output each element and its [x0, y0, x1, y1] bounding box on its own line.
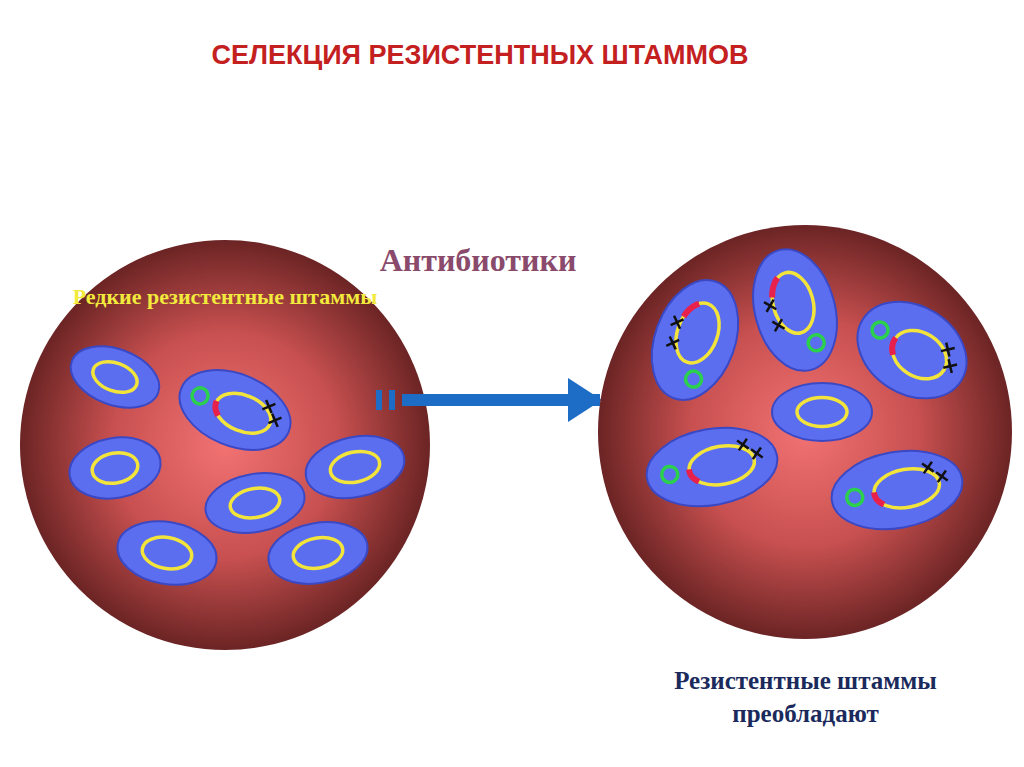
bacterium: [300, 427, 410, 506]
cell-body: [64, 430, 165, 505]
mutation-mark: [671, 316, 684, 329]
culture-circle: Резистентные штаммы преобладают: [598, 225, 1013, 745]
chromosome-ring: [209, 386, 276, 441]
cell-body: [825, 441, 968, 539]
mutation-mark: [772, 319, 784, 331]
mutation-mark: [751, 448, 763, 460]
bacterium: [772, 383, 872, 441]
mutation-mark: [922, 462, 934, 474]
node-label: Редкие резистентные штаммы: [55, 282, 395, 312]
plasmid: [683, 369, 704, 390]
plasmid: [806, 333, 826, 353]
chromosome-ring: [883, 321, 956, 389]
cell-body: [112, 514, 221, 592]
plasmid: [869, 319, 891, 341]
resistant-bacterium: [825, 441, 968, 539]
chromosome-ring: [797, 398, 847, 427]
resistant-bacterium: [168, 355, 303, 465]
chromosome-ring: [228, 484, 282, 521]
resistant-bacterium: [640, 418, 783, 516]
plasmid: [660, 465, 679, 484]
bacterium: [64, 430, 165, 505]
culture-circle: Редкие резистентные штаммы: [20, 240, 430, 650]
cell-body: [300, 427, 410, 506]
resistant-bacterium: [636, 268, 754, 412]
resistant-bacterium: [740, 240, 849, 380]
mutation-mark: [262, 400, 275, 413]
cell-body: [640, 418, 783, 516]
cell-body: [168, 355, 303, 465]
diagram-title: СЕЛЕКЦИЯ РЕЗИСТЕНТНЫХ ШТАММОВ: [0, 40, 960, 71]
chromosome-ring: [140, 533, 195, 572]
cell-body: [740, 240, 849, 380]
chromosome-ring: [291, 534, 345, 572]
cell-body: [264, 515, 373, 591]
mutation-mark: [941, 343, 955, 357]
node-label: Резистентные штаммы преобладают: [636, 665, 976, 730]
cell-body: [62, 335, 168, 419]
chromosome-ring: [89, 356, 142, 398]
resistance-gene: [684, 300, 700, 320]
culture-dish: [598, 225, 1012, 639]
chromosome-ring: [766, 268, 821, 338]
resistance-gene: [768, 278, 783, 298]
resistance-gene: [212, 401, 223, 416]
mutation-mark: [936, 471, 948, 483]
arrow-tail-dash: [376, 390, 382, 410]
mutation-mark: [666, 337, 679, 350]
chromosome-ring: [90, 449, 141, 487]
cell-body: [636, 268, 754, 412]
chromosome-ring: [327, 447, 382, 487]
mutation-mark: [737, 439, 749, 451]
process-arrow: [410, 394, 600, 406]
resistance-gene: [874, 491, 884, 506]
bacterium: [112, 514, 221, 592]
mutation-mark: [268, 414, 281, 427]
plasmid: [190, 385, 211, 406]
plasmid: [845, 488, 864, 507]
arrow-tail: [402, 394, 430, 406]
chromosome-ring: [668, 297, 727, 369]
bacterium: [264, 515, 373, 591]
cell-body: [772, 383, 872, 441]
resistance-gene: [887, 338, 901, 355]
mutation-mark: [764, 300, 776, 312]
mutation-mark: [943, 359, 957, 373]
resistance-gene: [689, 468, 699, 483]
culture-dish: [20, 240, 430, 650]
bacterium: [62, 335, 168, 419]
arrow-tail-dash: [389, 390, 395, 410]
edge-label: Антибиотики: [380, 242, 577, 279]
